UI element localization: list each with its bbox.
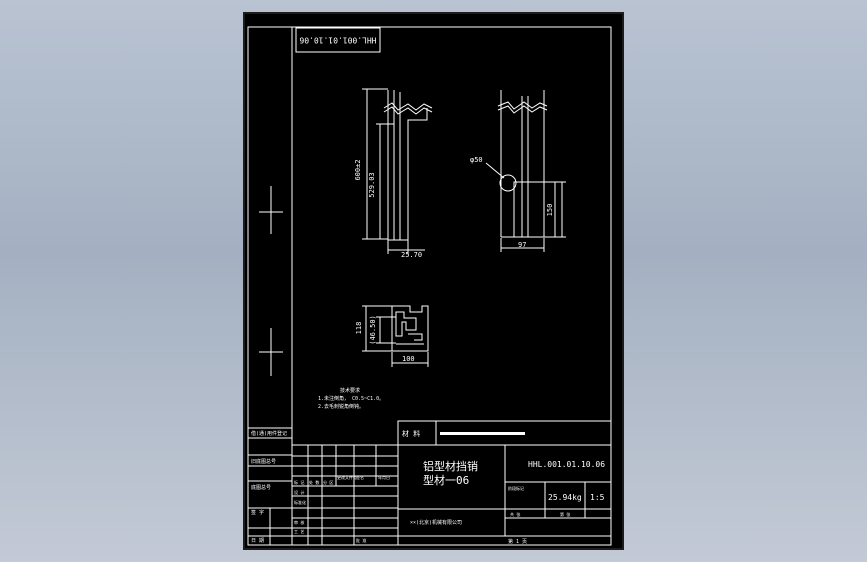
row-process: 工 艺 <box>294 529 304 534</box>
title-block-grid <box>248 420 612 545</box>
row-standard: 标准化 <box>294 499 306 505</box>
row-approve: 批 准 <box>356 537 366 543</box>
page-number: 第 1 页 <box>508 538 527 545</box>
part-name-line1: 铝型材挡销 <box>423 459 478 473</box>
notes-line1: 1.未注倒角， C0.5~C1.0。 <box>318 395 384 402</box>
company-name: ××(北京)机械有限公司 <box>410 519 462 526</box>
scale-value: 1:5 <box>590 493 605 502</box>
dim-section-inner: (46.50) <box>369 315 377 345</box>
drawing-sheet[interactable] <box>243 12 624 550</box>
notes-title: 技术要求 <box>340 387 360 394</box>
row-zone: 分 区 <box>323 479 333 485</box>
front-view <box>362 88 433 254</box>
sheet-total: 共 张 <box>510 511 520 517</box>
dim-plate-height: 150 <box>546 204 554 217</box>
dim-hole: φ50 <box>470 156 483 164</box>
stage-header: 阶段标记 <box>508 485 524 491</box>
side-view <box>485 90 566 252</box>
outer-border <box>247 26 612 546</box>
sheet-number: 第 张 <box>560 511 570 517</box>
centering-mark-lower <box>259 328 283 376</box>
label-date: 签 字 <box>251 509 264 516</box>
label-trace: 旧底图总号 <box>251 458 276 465</box>
dim-section-height: 118 <box>355 322 363 335</box>
material-bar <box>440 432 525 435</box>
dim-height-total: 600±2 <box>354 159 362 180</box>
row-ymd: 年月日 <box>378 474 390 480</box>
centering-mark-upper <box>259 186 283 234</box>
row-mark: 标 记 <box>294 479 304 485</box>
dim-plate-width: 97 <box>518 241 526 249</box>
label-usage: 借(通)用件登记 <box>251 430 287 437</box>
label-sign: 底图总号 <box>251 484 271 491</box>
row-check: 审 核 <box>294 519 304 525</box>
drawing-code: HHL.001.01.10.06 <box>528 460 605 469</box>
section-view <box>362 305 429 367</box>
label-date2: 日 期 <box>251 538 264 544</box>
material-label: 材 料 <box>402 429 420 438</box>
code-box <box>295 27 381 53</box>
dim-width-bottom: 25.70 <box>401 251 422 259</box>
weight-value: 25.94kg <box>548 493 582 502</box>
row-change-doc: 更改文件号 <box>337 474 357 480</box>
rotated-drawing-code: HHL.001.01.10.06 <box>299 36 376 45</box>
dim-section-width: 100 <box>402 355 415 363</box>
row-design: 设 计 <box>294 489 304 495</box>
row-signature: 签名 <box>356 474 364 480</box>
part-name-line2: 型材一06 <box>423 473 469 487</box>
notes-line2: 2.去毛刺锐角倒钝。 <box>318 403 364 410</box>
dim-height-inner: 529.03 <box>368 172 376 197</box>
row-count: 处 数 <box>309 479 319 485</box>
